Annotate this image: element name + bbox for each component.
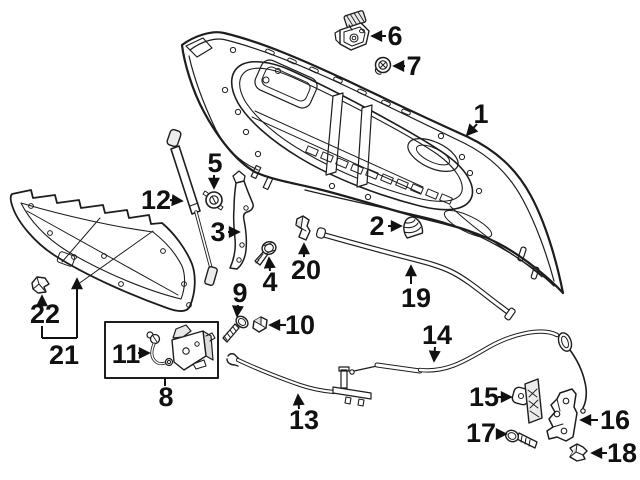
callout-7[interactable]: 7 (392, 51, 422, 81)
callout-leader-4 (263, 256, 276, 272)
part-number-9[interactable]: 9 (232, 278, 247, 308)
part-number-4[interactable]: 4 (262, 267, 277, 297)
part-number-2[interactable]: 2 (369, 211, 384, 241)
part-number-5[interactable]: 5 (207, 148, 222, 178)
callout-19[interactable]: 19 (401, 264, 431, 313)
clip-18 (569, 443, 588, 462)
callout-16[interactable]: 16 (579, 405, 630, 435)
callout-4[interactable]: 4 (262, 256, 278, 297)
callout-22[interactable]: 22 (30, 294, 60, 329)
hood-support-strut (166, 128, 218, 286)
callout-2[interactable]: 2 (369, 211, 403, 241)
hood-holes (221, 46, 483, 201)
part-number-13[interactable]: 13 (289, 405, 319, 435)
callout-18[interactable]: 18 (590, 438, 637, 468)
latch-bolt-9 (222, 315, 249, 343)
hood-hinge (229, 170, 254, 270)
callout-11[interactable]: 11 (112, 339, 151, 369)
part-number-15[interactable]: 15 (469, 382, 499, 412)
latch-wire-harness (146, 331, 174, 367)
front-seal-19 (315, 227, 516, 321)
hood-bumper-2 (403, 216, 424, 239)
part-number-8[interactable]: 8 (158, 382, 173, 412)
hood-insulator-pad (9, 189, 196, 313)
clip-20 (295, 215, 311, 241)
release-cable-front (226, 353, 423, 407)
grommet-nut-5 (202, 190, 224, 211)
hood-subframe (254, 59, 318, 109)
clip-10 (252, 316, 268, 333)
callout-leader-13 (292, 393, 305, 410)
part-number-22[interactable]: 22 (30, 299, 60, 329)
part-number-1[interactable]: 1 (473, 99, 488, 129)
part-number-6[interactable]: 6 (387, 21, 402, 51)
callout-17[interactable]: 17 (466, 418, 508, 448)
callout-12[interactable]: 12 (141, 185, 184, 215)
cable-bracket-15 (511, 378, 543, 424)
release-cable-rear (417, 329, 588, 414)
callout-15[interactable]: 15 (469, 382, 513, 412)
part-number-16[interactable]: 16 (600, 405, 630, 435)
callout-20[interactable]: 20 (291, 242, 321, 285)
callout-6[interactable]: 6 (370, 21, 403, 51)
handle-bracket-16 (546, 388, 578, 442)
part-number-19[interactable]: 19 (401, 283, 431, 313)
callout-8[interactable]: 8 (158, 378, 174, 412)
push-nut-7 (374, 56, 392, 75)
hood-pin (530, 266, 540, 280)
callout-leader-9 (231, 304, 244, 318)
part-number-17[interactable]: 17 (466, 418, 496, 448)
part-number-10[interactable]: 10 (285, 310, 315, 340)
part-number-12[interactable]: 12 (141, 185, 171, 215)
part-number-7[interactable]: 7 (406, 51, 421, 81)
callout-1[interactable]: 1 (465, 99, 489, 137)
callout-5[interactable]: 5 (207, 148, 223, 190)
handle-bolt-17 (504, 429, 538, 449)
callout-14[interactable]: 14 (422, 320, 452, 363)
callout-leader-12 (169, 194, 184, 207)
latch-detail-box (104, 321, 219, 379)
callout-21[interactable]: 21 (41, 277, 83, 370)
hood-rib-ladder (305, 145, 453, 205)
callout-10[interactable]: 10 (268, 310, 315, 340)
hood-latch-assembly (171, 324, 216, 371)
callout-13[interactable]: 13 (289, 393, 319, 435)
part-number-11[interactable]: 11 (112, 339, 141, 369)
hood-striker-6 (334, 10, 370, 51)
hood-slots (265, 48, 411, 116)
part-number-3[interactable]: 3 (210, 217, 225, 247)
callout-leader-14 (428, 346, 441, 363)
part-number-14[interactable]: 14 (422, 320, 452, 350)
hood-panel (180, 31, 565, 295)
part-number-21[interactable]: 21 (49, 340, 79, 370)
hinge-bolt-4 (254, 241, 277, 266)
callout-leader-1 (465, 123, 479, 137)
callout-9[interactable]: 9 (231, 278, 248, 318)
pad-holes (28, 203, 192, 308)
callout-3[interactable]: 3 (210, 217, 241, 247)
part-number-20[interactable]: 20 (291, 255, 321, 285)
hood-pod (407, 137, 459, 173)
hood-pin (517, 246, 527, 262)
pad-retainer-clip (31, 276, 50, 294)
part-number-18[interactable]: 18 (607, 438, 637, 468)
